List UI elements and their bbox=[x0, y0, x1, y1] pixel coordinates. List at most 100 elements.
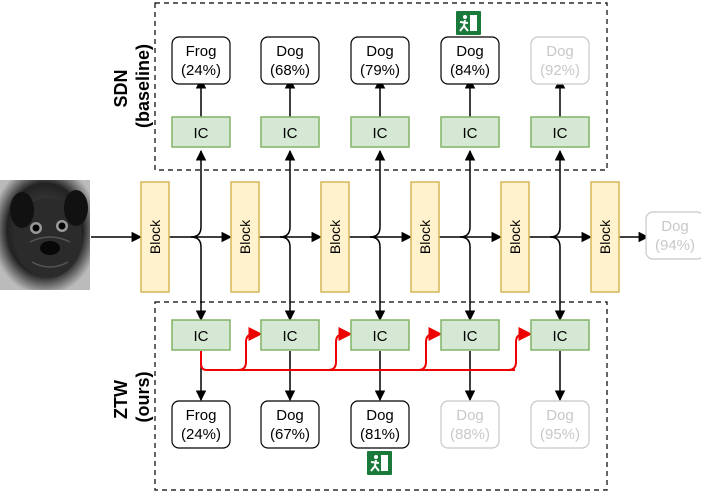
ic-box bbox=[350, 319, 410, 351]
ic-label: IC bbox=[373, 328, 388, 345]
output-class: Dog bbox=[456, 43, 484, 60]
ic-label: IC bbox=[463, 125, 478, 142]
ic-label: IC bbox=[194, 328, 209, 345]
output-class: Dog bbox=[276, 407, 304, 424]
output-class: Dog bbox=[276, 43, 304, 60]
output-box bbox=[440, 400, 500, 449]
exit-figure-body bbox=[370, 459, 380, 472]
output-confidence: (88%) bbox=[450, 426, 490, 443]
ic-label: IC bbox=[194, 125, 209, 142]
output-class: Dog bbox=[366, 407, 394, 424]
block-label: Block bbox=[147, 219, 163, 254]
branch-down-arrow bbox=[459, 236, 476, 322]
block-label: Block bbox=[237, 219, 253, 254]
cascade-arrow bbox=[507, 327, 533, 371]
exit-figure-head bbox=[374, 455, 378, 459]
exit-figure-head bbox=[463, 15, 467, 19]
cascade-arrow bbox=[327, 327, 353, 371]
sdn-output: Dog(68%) bbox=[260, 36, 320, 85]
ztw-cascade-connections bbox=[200, 327, 533, 371]
ic-label: IC bbox=[553, 125, 568, 142]
emergency-exit-icon bbox=[367, 451, 392, 475]
final-output: Dog(94%) bbox=[645, 211, 701, 260]
ztw-ic: IC bbox=[440, 319, 500, 351]
branch-up-arrow bbox=[190, 149, 207, 238]
output-class: Frog bbox=[186, 407, 217, 424]
block-label: Block bbox=[597, 219, 613, 254]
branch-up-arrow bbox=[549, 149, 566, 238]
ztw-label-line1: ZTW bbox=[111, 380, 131, 419]
output-confidence: (94%) bbox=[655, 237, 695, 254]
ztw-ic: IC bbox=[530, 319, 590, 351]
exit-figure-body bbox=[459, 19, 469, 32]
output-box bbox=[530, 36, 590, 85]
ic-box bbox=[171, 116, 231, 148]
output-confidence: (79%) bbox=[360, 62, 400, 79]
sdn-output: Dog(84%) bbox=[440, 36, 500, 85]
emergency-exit-icon bbox=[456, 11, 481, 35]
output-confidence: (24%) bbox=[181, 62, 221, 79]
ic-label: IC bbox=[283, 328, 298, 345]
sdn-ic: IC bbox=[350, 116, 410, 148]
block-box bbox=[590, 181, 620, 293]
output-class: Dog bbox=[546, 43, 574, 60]
output-box bbox=[530, 400, 590, 449]
block-box bbox=[410, 181, 440, 293]
ztw-ic: IC bbox=[171, 319, 231, 351]
sdn-ic: IC bbox=[260, 116, 320, 148]
block: Block bbox=[500, 181, 530, 293]
output-class: Dog bbox=[456, 407, 484, 424]
pug-dog-photo bbox=[0, 180, 90, 290]
sdn-ic: IC bbox=[530, 116, 590, 148]
ztw-output: Dog(67%) bbox=[260, 400, 320, 449]
cascade-arrow bbox=[237, 327, 263, 371]
block-box bbox=[230, 181, 260, 293]
block: Block bbox=[590, 181, 620, 293]
ztw-output: Frog (24%) bbox=[171, 400, 231, 449]
ztw-output: Dog(95%) bbox=[530, 400, 590, 449]
block: Block bbox=[410, 181, 440, 293]
output-class: Dog bbox=[366, 43, 394, 60]
branch-down-arrow bbox=[190, 236, 207, 322]
exit-door bbox=[470, 15, 477, 31]
output-box bbox=[171, 36, 231, 85]
ic-label: IC bbox=[463, 328, 478, 345]
branch-up-arrow bbox=[369, 149, 386, 238]
ic-box bbox=[440, 319, 500, 351]
block-label: Block bbox=[507, 219, 523, 254]
ztw-output: Dog(81%) bbox=[350, 400, 410, 449]
ic-box bbox=[530, 116, 590, 148]
ztw-group-frame bbox=[154, 301, 608, 491]
output-class: Frog bbox=[186, 43, 217, 60]
ztw-label: ZTW (ours) bbox=[111, 372, 153, 423]
block-label: Block bbox=[327, 219, 343, 254]
block: Block bbox=[320, 181, 350, 293]
block: Block bbox=[140, 181, 170, 293]
sdn-label-line2: (baseline) bbox=[133, 44, 153, 128]
sdn-output: Dog(92%) bbox=[530, 36, 590, 85]
ic-box bbox=[260, 319, 320, 351]
ic-label: IC bbox=[283, 125, 298, 142]
exit-sign-bg bbox=[367, 451, 392, 475]
sdn-label-line1: SDN bbox=[111, 70, 131, 108]
ic-label: IC bbox=[373, 125, 388, 142]
cascade-line bbox=[200, 351, 515, 371]
sdn-output: Frog (24%) bbox=[171, 36, 231, 85]
ztw-output: Dog (88%) bbox=[440, 400, 500, 449]
sdn-label: SDN (baseline) bbox=[111, 44, 153, 128]
cascade-arrow bbox=[417, 327, 443, 371]
branch-up-arrow bbox=[279, 149, 296, 238]
ic-box bbox=[260, 116, 320, 148]
ic-label: IC bbox=[553, 328, 568, 345]
sdn-ic: IC bbox=[440, 116, 500, 148]
sdn-ic: IC bbox=[171, 116, 231, 148]
output-box bbox=[350, 36, 410, 85]
ztw-ic: IC bbox=[260, 319, 320, 351]
exit-sign-bg bbox=[456, 11, 481, 35]
output-box bbox=[440, 36, 500, 85]
exit-door bbox=[381, 455, 388, 471]
output-confidence: (24%) bbox=[181, 426, 221, 443]
output-confidence: (95%) bbox=[540, 426, 580, 443]
